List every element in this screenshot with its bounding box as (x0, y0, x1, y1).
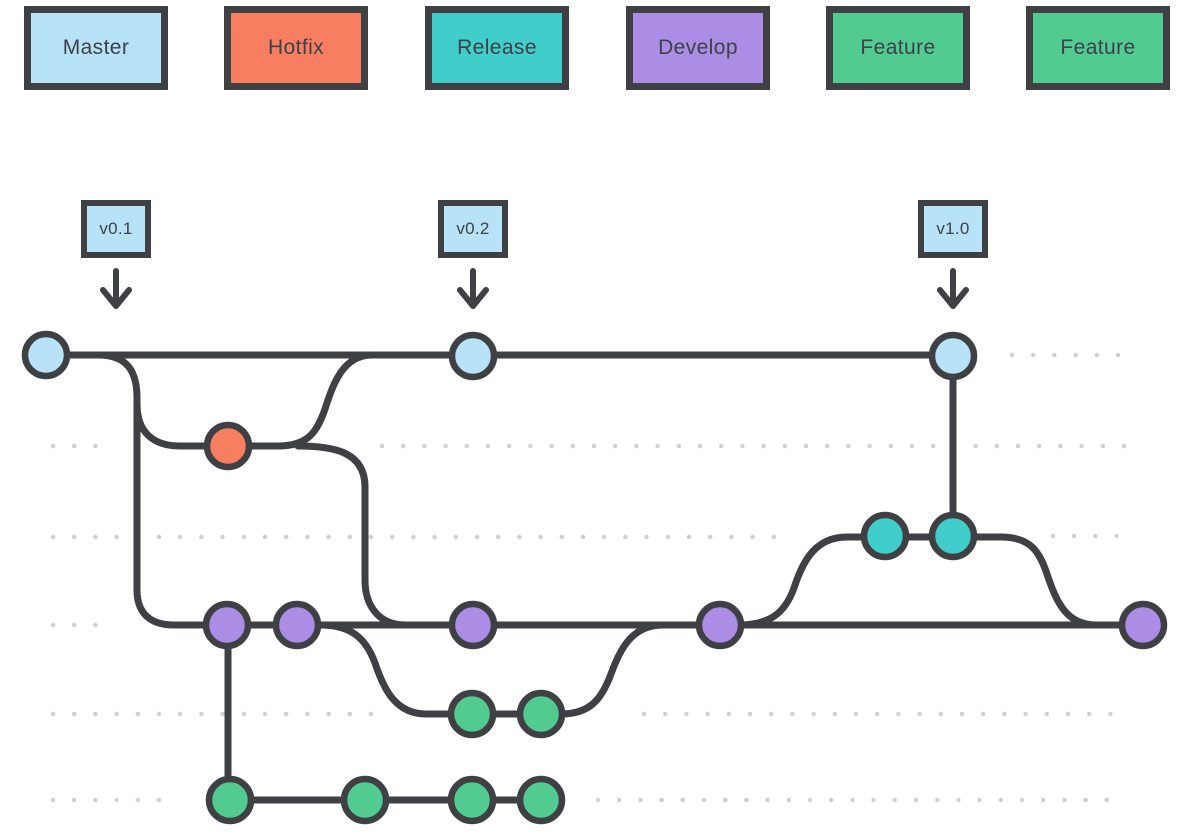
legend-box-feature-2: Feature (1026, 6, 1170, 90)
commit-node-release (928, 511, 978, 561)
commit-node-hotfix (203, 421, 253, 471)
tag-arrow-v1-0-icon (937, 268, 969, 309)
hotfix-branch-and-merge-line (133, 351, 376, 450)
hotfix-merge-to-develop-line (294, 442, 410, 629)
commit-node-develop (448, 600, 498, 650)
commit-node-master (928, 331, 978, 381)
commit-node-feature (205, 775, 255, 825)
commit-node-develop (1118, 600, 1168, 650)
tag-arrow-v0-2-icon (457, 268, 489, 309)
legend-label-develop: Develop (658, 36, 738, 59)
commit-node-develop (202, 600, 252, 650)
legend-box-feature: Feature (826, 6, 970, 90)
legend-label-release: Release (457, 36, 537, 59)
commit-node-feature (447, 775, 497, 825)
legend-box-develop: Develop (626, 6, 770, 90)
legend-box-release: Release (425, 6, 569, 90)
commit-node-feature (447, 689, 497, 739)
develop-branch-line (94, 351, 1147, 629)
legend-label-feature-2: Feature (1060, 36, 1136, 59)
version-tag-label: v0.2 (456, 219, 490, 238)
version-tag-v0-1: v0.1 (81, 200, 151, 258)
legend-label-hotfix: Hotfix (267, 36, 325, 59)
commit-node-feature (340, 775, 390, 825)
tag-arrow-v0-1-icon (100, 268, 132, 309)
legend-box-hotfix: Hotfix (224, 6, 368, 90)
version-tag-v1-0: v1.0 (918, 200, 988, 258)
version-tag-v0-2: v0.2 (438, 200, 508, 258)
commit-node-release (860, 511, 910, 561)
commit-node-develop (695, 600, 745, 650)
commit-node-master (21, 330, 71, 380)
legend-box-master: Master (24, 6, 168, 90)
commit-nodes-layer (21, 330, 1168, 825)
commit-node-feature (516, 689, 566, 739)
legend-label-master: Master (62, 36, 130, 59)
version-tag-label: v1.0 (936, 219, 970, 238)
commit-node-develop (272, 600, 322, 650)
release-branch-line (734, 533, 1100, 629)
legend-label-feature: Feature (860, 36, 936, 59)
dotted-lines-layer (50, 352, 1131, 803)
commit-node-master (448, 331, 498, 381)
version-tag-label: v0.1 (99, 219, 133, 238)
commit-node-feature (516, 775, 566, 825)
